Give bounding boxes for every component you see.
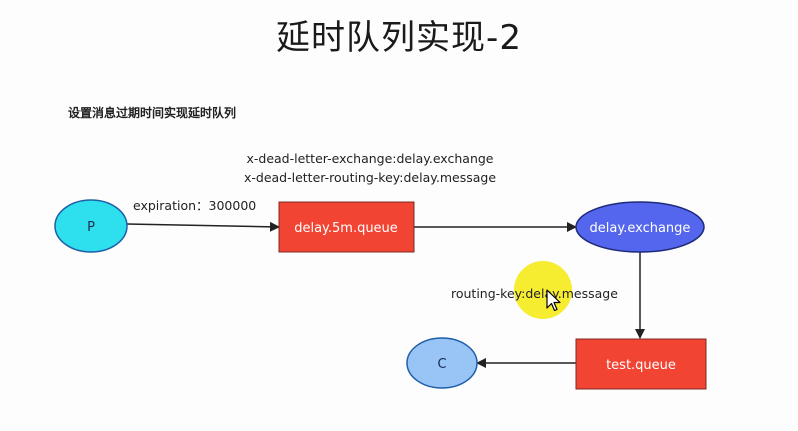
node-producer: P [54,199,128,253]
node-producer-label: P [87,220,95,235]
node-delay-queue: delay.5m.queue [278,201,415,253]
node-test-queue: test.queue [575,338,707,390]
node-delay-exchange-label: delay.exchange [590,221,691,236]
mouse-cursor-icon [546,289,561,312]
edge-label-expiration: expiration：300000 [133,198,257,213]
edge-p-to-delay-queue [125,221,280,232]
node-consumer: C [406,337,478,389]
node-delay-exchange: delay.exchange [575,201,705,253]
node-test-queue-label: test.queue [606,358,676,373]
slide-subtitle: 设置消息过期时间实现延时队列 [68,106,237,120]
cursor-highlight [514,261,572,319]
edge-label-routing-key: routing-key:delay.message [451,286,618,301]
edge-label-dead-letter-routing-key: x-dead-letter-routing-key:delay.message [243,170,497,185]
node-consumer-label: C [437,357,446,372]
slide-title: 延时队列实现-2 [276,18,522,58]
node-delay-queue-label: delay.5m.queue [294,221,398,236]
edge-label-dead-letter-exchange: x-dead-letter-exchange:delay.exchange [246,151,494,166]
